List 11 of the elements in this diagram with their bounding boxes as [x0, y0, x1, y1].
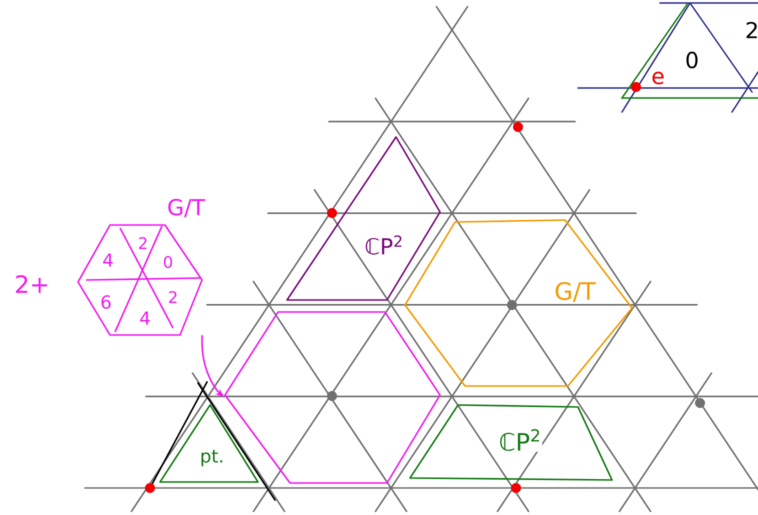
trapezoid-region: ℂP$^{2}$	[409, 404, 613, 481]
hexagon-diagram: G/T 2 4 0 6 2 4 2+	[16, 198, 206, 336]
region-label: 0	[686, 52, 698, 68]
region-label: 2	[746, 22, 757, 38]
node-label: 2+	[16, 275, 48, 293]
hexagon-region: G/T	[404, 219, 633, 387]
hexagon-region	[224, 311, 441, 484]
triangle-region: ℂP$^{2}$	[286, 136, 441, 301]
triangle-region: pt.	[159, 404, 259, 483]
vertex-label: e	[652, 72, 664, 84]
node-label: G/T	[168, 198, 206, 218]
